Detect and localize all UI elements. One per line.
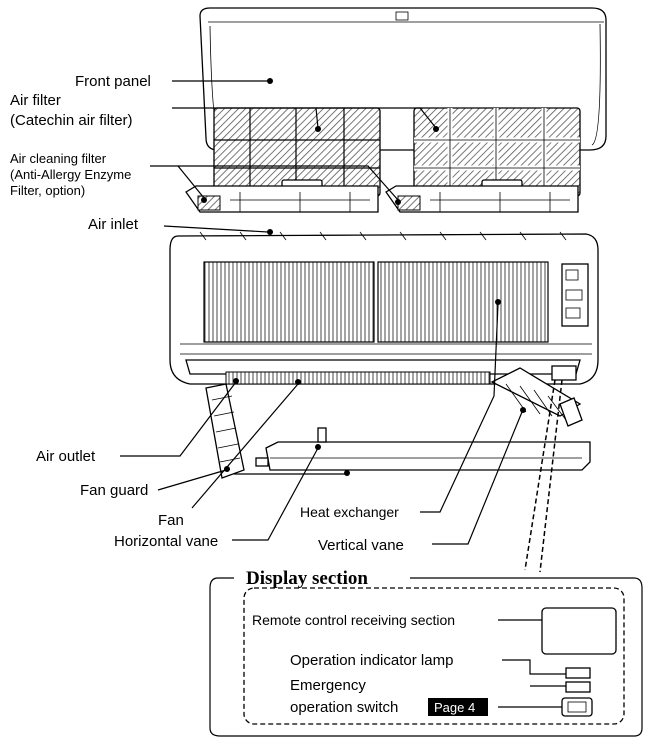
air-filter-label: Air filter — [10, 92, 61, 109]
vertical-vane-illustration — [490, 367, 583, 427]
air-filter-sublabel: (Catechin air filter) — [10, 112, 133, 129]
indoor-unit-body — [169, 231, 599, 385]
fan-illustration — [225, 371, 491, 385]
horizontal-vane-label: Horizontal vane — [114, 533, 218, 550]
operation-indicator-lamp-label: Operation indicator lamp — [290, 652, 453, 669]
horizontal-vane-illustration — [255, 427, 591, 471]
air-cleaning-filter-sublabel-1: (Anti-Allergy Enzyme — [10, 167, 131, 182]
fan-guard-label: Fan guard — [80, 482, 148, 499]
air-cleaning-filter-label: Air cleaning filter — [10, 151, 107, 166]
page-reference-badge — [428, 698, 488, 716]
air-inlet-label: Air inlet — [88, 216, 139, 233]
remote-control-receiver-label: Remote control receiving section — [252, 612, 455, 628]
display-section-title: Display section — [246, 568, 368, 589]
fan-label: Fan — [158, 512, 184, 529]
air-cleaning-filter-sublabel-2: Filter, option) — [10, 183, 85, 198]
front-panel-label: Front panel — [75, 73, 151, 90]
fan-guard-illustration — [205, 383, 245, 479]
air-filter-left — [213, 107, 381, 199]
heat-exchanger-label: Heat exchanger — [300, 504, 399, 520]
display-section — [209, 577, 643, 737]
page-reference-text: Page 4 — [434, 700, 475, 715]
leader-lines — [120, 78, 563, 573]
operation-switch-label: operation switch — [290, 699, 398, 716]
air-cleaning-filter-frames — [185, 185, 579, 213]
vertical-vane-label: Vertical vane — [318, 537, 404, 554]
emergency-label: Emergency — [290, 677, 366, 694]
air-filter-right — [413, 107, 581, 199]
air-outlet-label: Air outlet — [36, 448, 96, 465]
